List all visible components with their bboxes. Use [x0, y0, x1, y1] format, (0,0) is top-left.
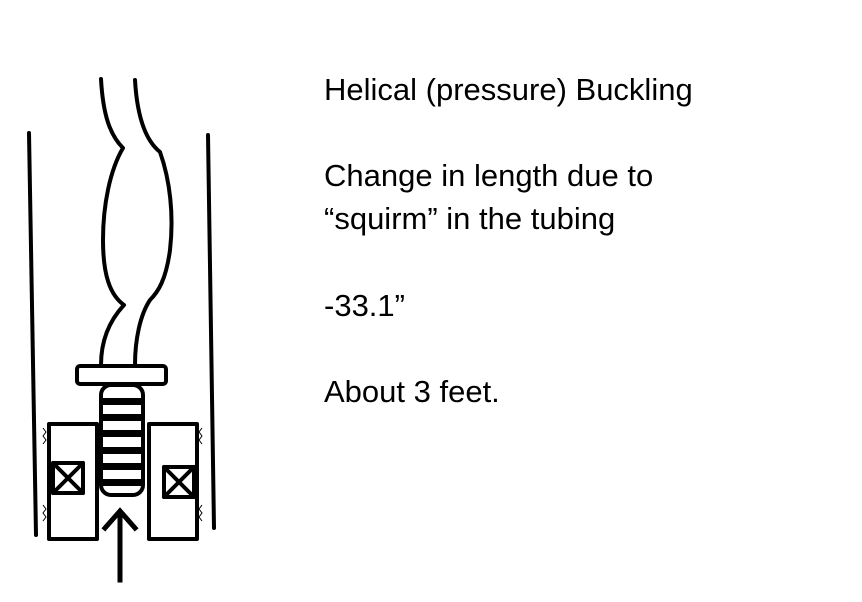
packer-collar — [75, 364, 168, 386]
description-line-1: Change in length due to — [324, 158, 654, 193]
description-line-2: “squirm” in the tubing — [324, 201, 616, 236]
title-text: Helical (pressure) Buckling — [324, 72, 693, 107]
length-change-value: -33.1” — [324, 288, 405, 323]
slip-teeth — [42, 427, 203, 522]
casing-wall-left — [27, 131, 38, 537]
approximation-note: About 3 feet. — [324, 374, 500, 409]
force-arrow — [101, 507, 139, 583]
tubing-left-edge — [99, 77, 126, 367]
seal-box-right — [147, 422, 199, 541]
mandrel-threads — [103, 398, 141, 486]
slip-box-left — [51, 461, 85, 495]
seal-box-left — [47, 422, 99, 541]
slip-box-right — [162, 465, 196, 499]
packer-mandrel — [99, 383, 145, 497]
casing-wall-right — [206, 133, 216, 530]
tubing-right-edge — [133, 78, 174, 367]
